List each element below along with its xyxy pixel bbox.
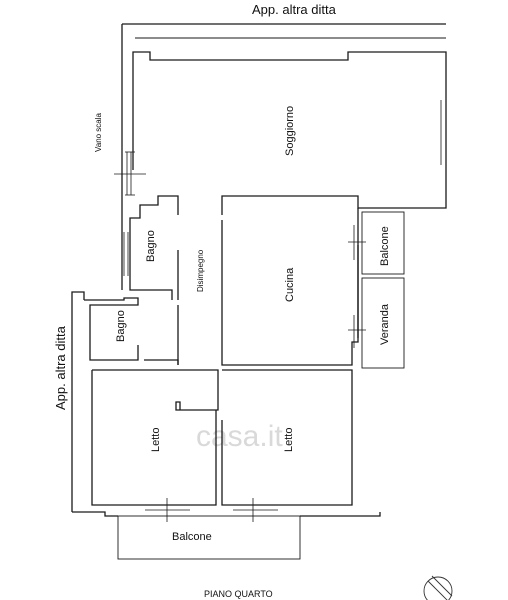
- balcony-upper-label: Balcone: [379, 226, 391, 266]
- bedroom-left-label: Letto: [150, 428, 162, 452]
- bathroom-lower-walls: [84, 297, 139, 361]
- bedroom-right-label: Letto: [283, 428, 295, 452]
- compass-icon: [423, 575, 453, 600]
- bathroom-lower-label: Bagno: [115, 310, 127, 342]
- kitchen-label: Cucina: [284, 267, 296, 302]
- living-room-window: [440, 100, 447, 165]
- balcony-bottom-box: [117, 515, 301, 560]
- bathroom-upper-window: [123, 232, 129, 276]
- living-room-walls: [132, 51, 447, 215]
- veranda-label: Veranda: [379, 303, 391, 345]
- floor-title: PIANO QUARTO: [204, 589, 273, 599]
- stairwell-label: Vano scala: [94, 112, 103, 152]
- neighbor-left-label: App. altra ditta: [53, 325, 68, 410]
- balcony-bottom-label: Balcone: [172, 531, 212, 543]
- hallway-label: Disimpegno: [196, 249, 205, 292]
- bedroom-right-walls: [221, 369, 353, 506]
- stair-window: [114, 151, 146, 196]
- living-room-label: Soggiorno: [284, 106, 296, 156]
- bedroom-right-window: [233, 498, 278, 522]
- veranda-box: [361, 277, 405, 369]
- bathroom-upper-label: Bagno: [145, 230, 157, 262]
- balcony-upper-box: [361, 211, 405, 275]
- watermark-text: casa.it: [196, 420, 283, 453]
- left-wall: [71, 291, 85, 512]
- bedroom-left-window: [145, 498, 190, 522]
- neighbor-top-label: App. altra ditta: [252, 2, 337, 17]
- kitchen-window: [348, 225, 366, 348]
- neighbor-top-wall: [121, 23, 446, 290]
- bathroom-upper-walls: [129, 195, 179, 300]
